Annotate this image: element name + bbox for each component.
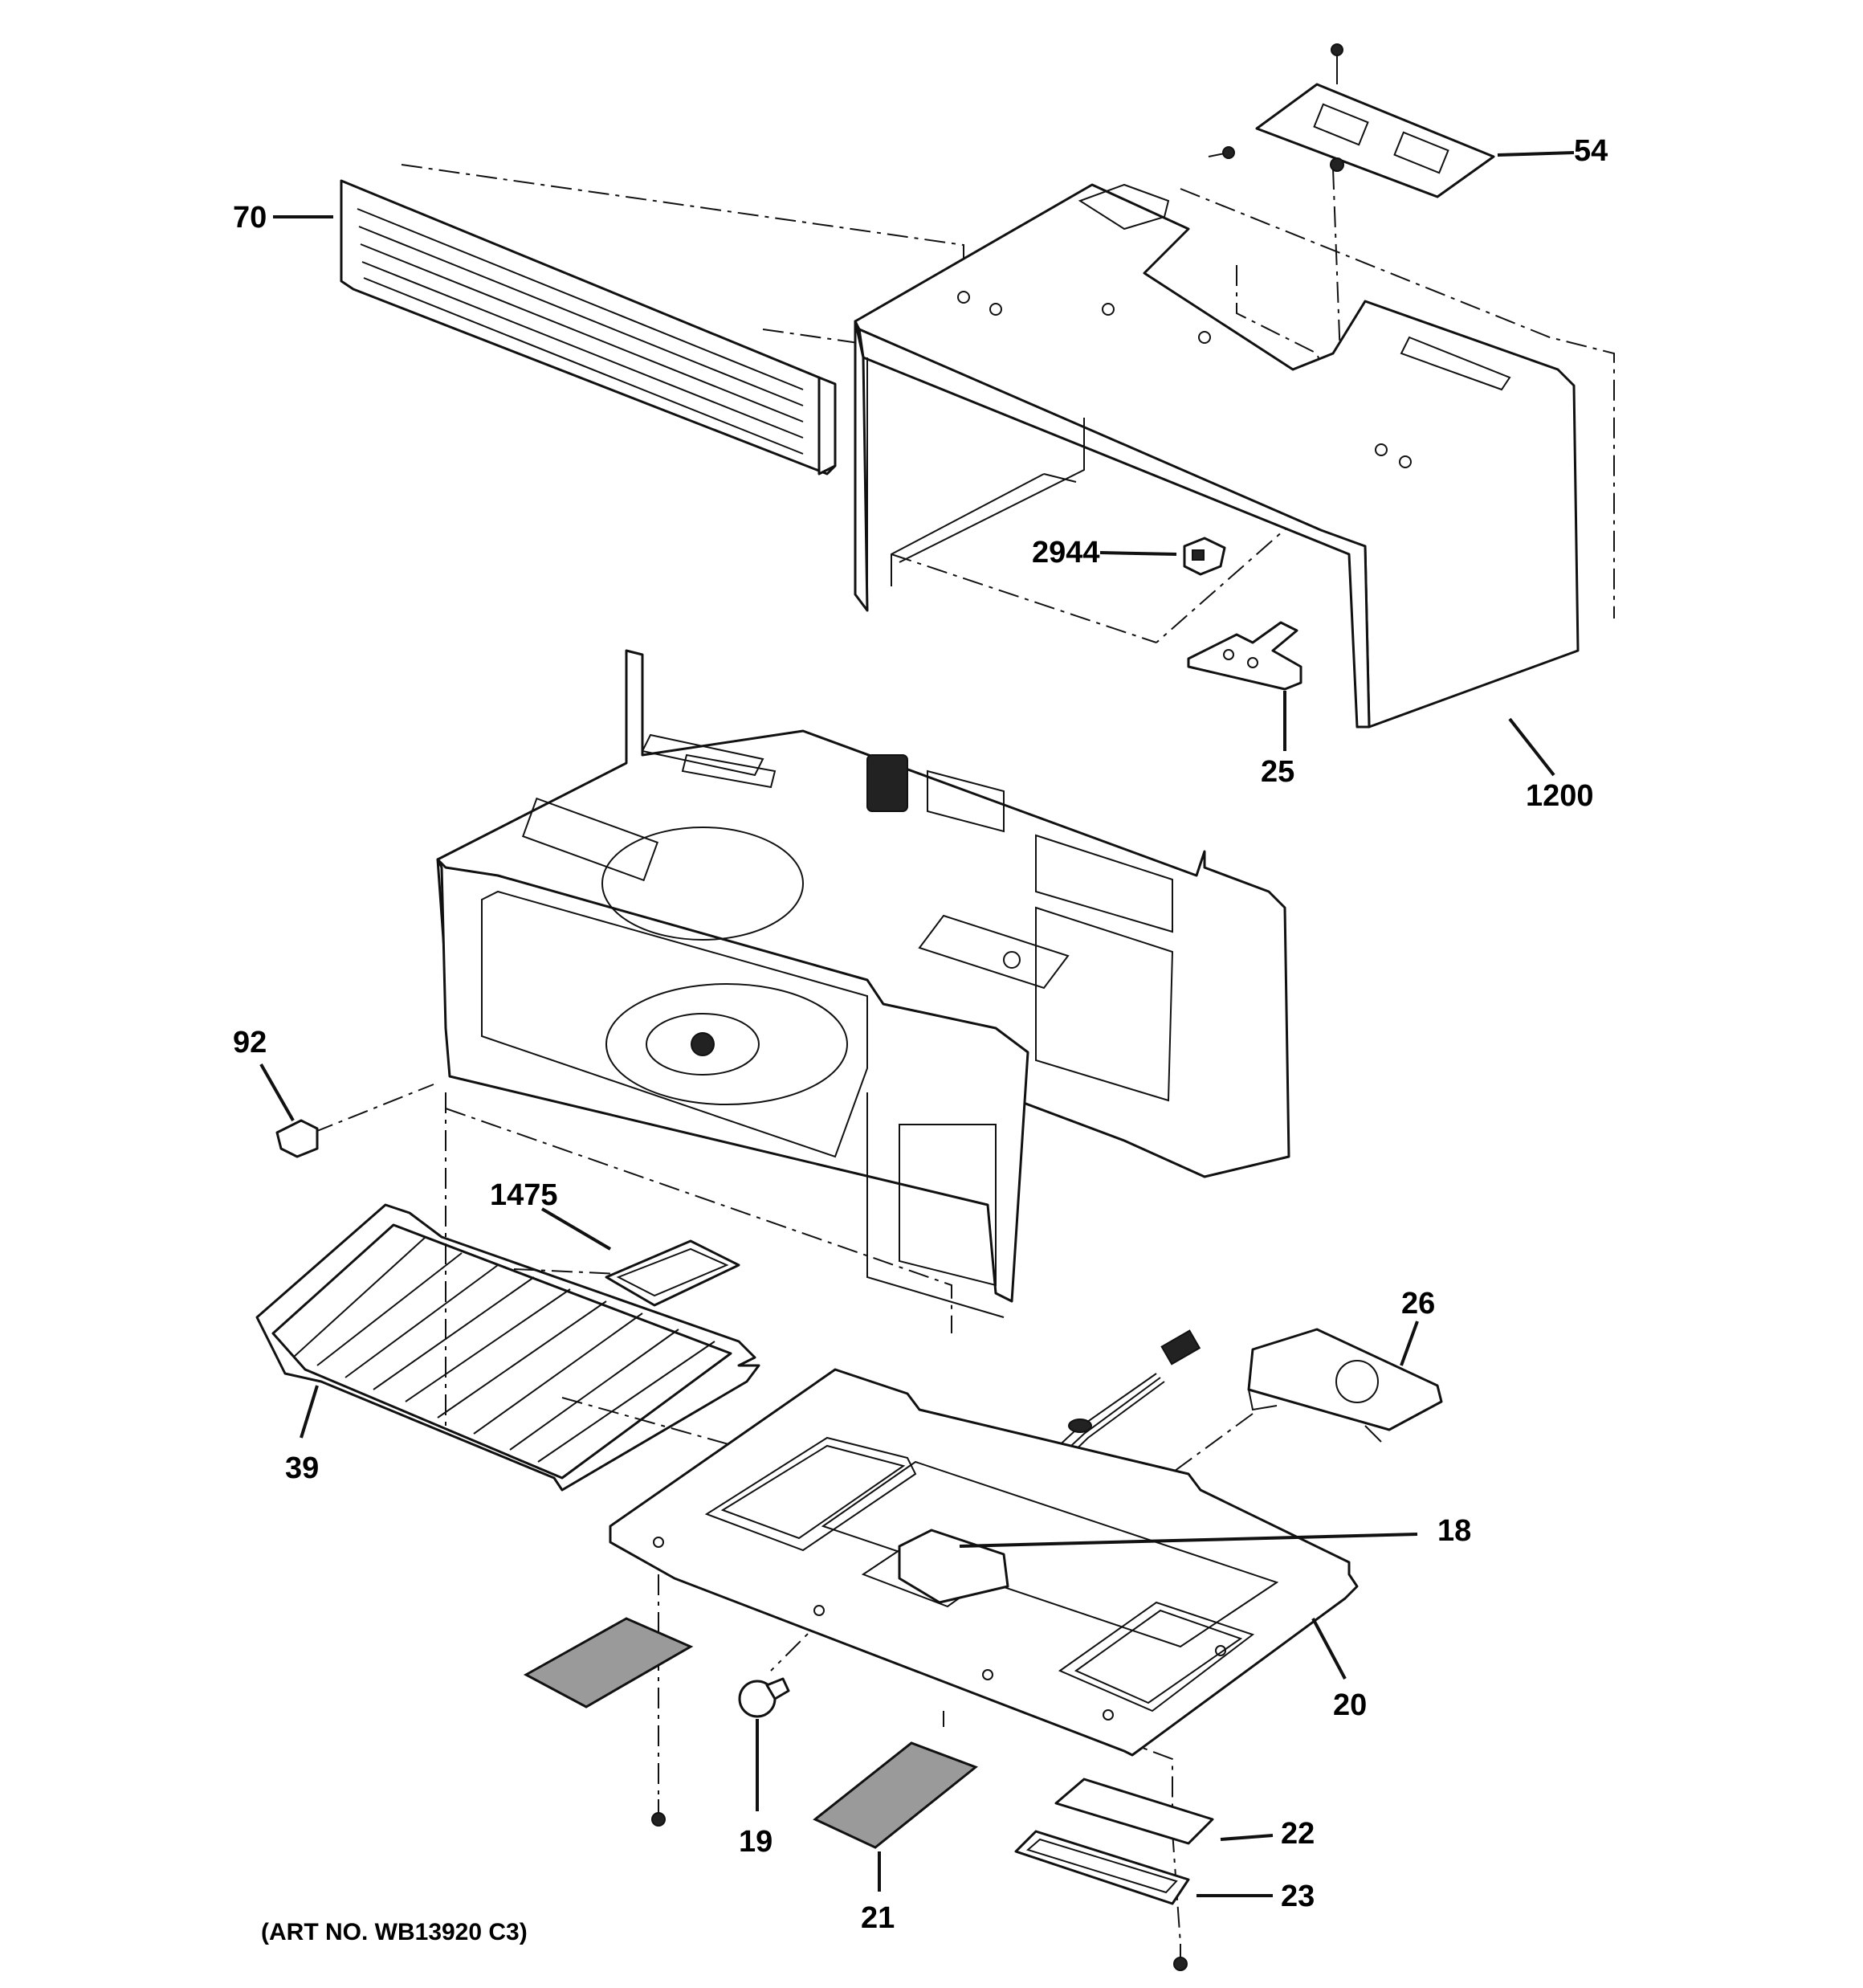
- light-lens: [1054, 1778, 1214, 1845]
- art-number: (ART NO. WB13920 C3): [261, 1919, 528, 1945]
- callout-26: 26: [1401, 1287, 1435, 1321]
- oven-rack: [255, 1203, 760, 1492]
- callout-18: 18: [1437, 1514, 1471, 1548]
- callout-54: 54: [1574, 134, 1608, 168]
- switch: [1183, 537, 1226, 576]
- callout-70: 70: [233, 201, 267, 235]
- waveguide-cover: [605, 1239, 740, 1307]
- callout-1200: 1200: [1526, 779, 1594, 813]
- cover-bracket: [1247, 1328, 1443, 1443]
- grease-filter: [813, 1741, 978, 1849]
- vent-grille: [340, 179, 837, 476]
- outer-case: [854, 183, 1580, 729]
- callout-20: 20: [1333, 1688, 1367, 1722]
- callout-21: 21: [861, 1901, 895, 1935]
- screw: [651, 1799, 1188, 1971]
- callout-25: 25: [1261, 755, 1294, 789]
- mounting-bracket: [1187, 621, 1302, 691]
- bottom-plate: [609, 1368, 1359, 1757]
- callout-39: 39: [285, 1451, 319, 1485]
- callout-92: 92: [233, 1026, 267, 1059]
- callout-19: 19: [739, 1825, 773, 1859]
- callout-23: 23: [1281, 1880, 1315, 1913]
- control-board: [1255, 43, 1495, 198]
- callout-labels: 70 54 2944 25 1200 92 1475 39 26 18 20 1…: [233, 134, 1608, 1945]
- light-bulb: [738, 1677, 790, 1718]
- callout-22: 22: [1281, 1817, 1315, 1851]
- lens-frame: [1014, 1830, 1190, 1905]
- callout-1475: 1475: [490, 1178, 558, 1212]
- oven-cavity: [436, 649, 1290, 1318]
- callout-2944: 2944: [1032, 536, 1100, 569]
- door-latch-part: [275, 1119, 319, 1158]
- grease-filter: [523, 1617, 694, 1708]
- callout-leaders: [259, 151, 1575, 1897]
